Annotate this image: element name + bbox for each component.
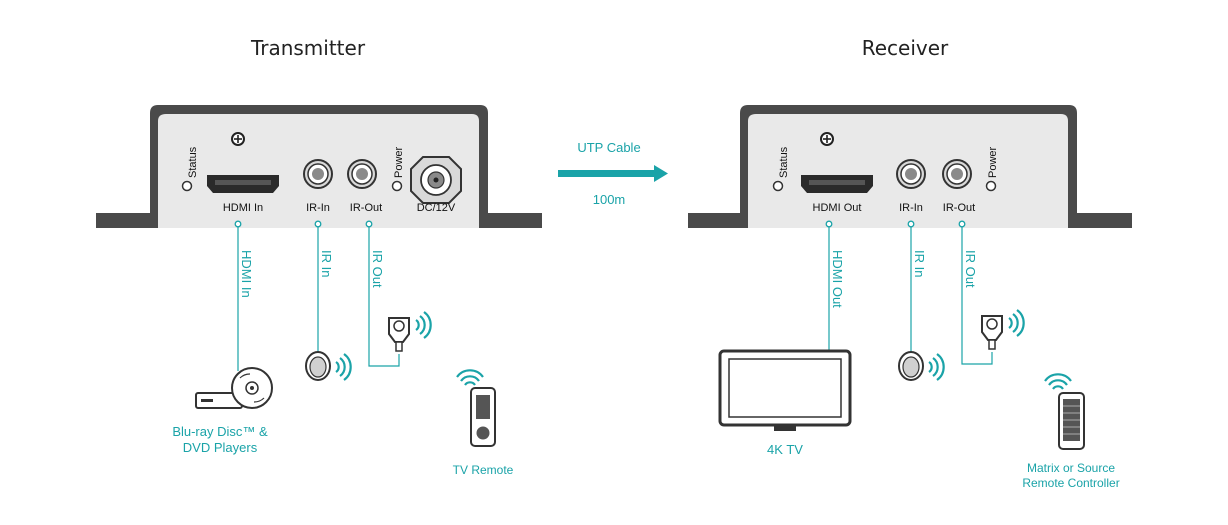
hdmi-port-icon (801, 175, 873, 193)
led-indicator-icon (181, 180, 193, 192)
tx-ir-out-port-label: IR-Out (350, 202, 382, 214)
receiver-unit: Status HDMI Out IR-In IR-Out Power (688, 105, 1132, 228)
rx-ir-in-port-label: IR-In (899, 202, 923, 214)
rx-status-label: Status (778, 146, 790, 178)
receiver-connections: HDMI Out IR In IR Out (825, 220, 993, 365)
tx-power-label: Power (393, 146, 405, 178)
arrow-right-icon (558, 165, 668, 182)
led-indicator-icon (772, 180, 784, 192)
rx-power-label: Power (987, 146, 999, 178)
rca-jack-icon (942, 159, 972, 189)
ir-emitter-icon (981, 308, 1025, 350)
rx-remote-label-line1: Matrix or Source (1027, 461, 1115, 475)
tv-icon (718, 349, 852, 431)
tx-dc-port-label: DC/12V (417, 202, 456, 214)
tx-ir-in-port-label: IR-In (306, 202, 330, 214)
cable-distance-label: 100m (593, 192, 626, 207)
tx-line-label-ir-in: IR In (319, 250, 334, 277)
remote-control-icon (1043, 373, 1085, 450)
ir-receiver-eye-icon (305, 351, 352, 382)
rx-line-label-ir-out: IR Out (963, 250, 978, 288)
rx-line-label-ir-in: IR In (912, 250, 927, 277)
rca-jack-icon (303, 159, 333, 189)
bluray-dvd-player-icon (195, 367, 273, 409)
rca-jack-icon (896, 159, 926, 189)
remote-control-icon (455, 369, 496, 447)
tx-hdmi-port-label: HDMI In (223, 202, 263, 214)
rx-tv-label: 4K TV (767, 442, 803, 457)
transmitter-connections: HDMI In IR In IR Out (234, 220, 400, 371)
transmitter-title: Transmitter (250, 36, 366, 60)
tx-line-label-ir-out: IR Out (370, 250, 385, 288)
rx-ir-out-port-label: IR-Out (943, 202, 975, 214)
tx-player-label-line1: Blu-ray Disc™ & (172, 424, 268, 439)
receiver-title: Receiver (862, 36, 949, 60)
rx-line-label-hdmi: HDMI Out (830, 250, 845, 308)
transmitter-unit: Status HDMI In IR-In IR-Out Power DC/12V (96, 105, 542, 228)
led-indicator-icon (391, 180, 403, 192)
ground-screw-icon (820, 132, 834, 146)
tx-player-label-line2: DVD Players (183, 440, 258, 455)
ir-emitter-icon (388, 310, 432, 352)
cable-label: UTP Cable (577, 140, 640, 155)
ir-receiver-eye-icon (898, 351, 945, 382)
tx-remote-label: TV Remote (453, 463, 514, 477)
rx-remote-label-line2: Remote Controller (1022, 476, 1119, 490)
led-indicator-icon (985, 180, 997, 192)
tx-status-label: Status (187, 146, 199, 178)
hdmi-port-icon (207, 175, 279, 193)
dc-barrel-jack-icon (410, 156, 462, 204)
rx-hdmi-port-label: HDMI Out (813, 202, 862, 214)
ground-screw-icon (231, 132, 245, 146)
tx-line-label-hdmi: HDMI In (239, 250, 254, 298)
rca-jack-icon (347, 159, 377, 189)
